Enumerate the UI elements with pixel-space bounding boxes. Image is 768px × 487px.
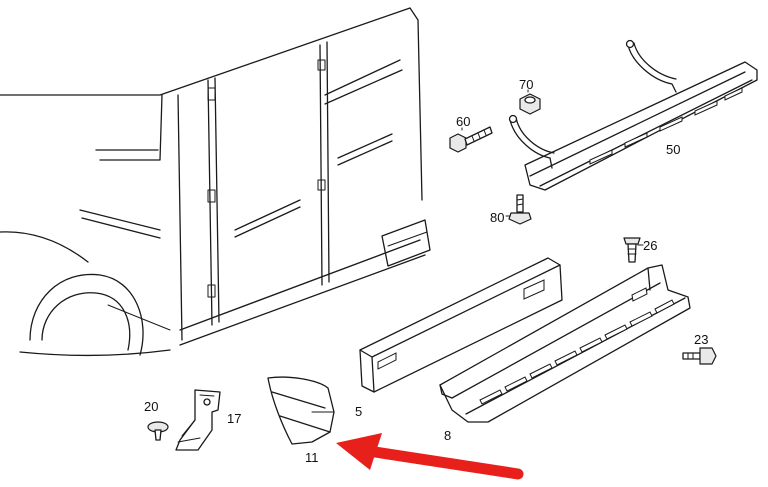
label-part-80: 80 [490, 210, 504, 225]
label-part-5: 5 [355, 404, 362, 419]
label-part-17: 17 [227, 411, 241, 426]
label-part-11: 11 [305, 450, 319, 465]
label-part-60: 60 [456, 114, 470, 129]
running-board-part-8 [439, 264, 691, 423]
label-part-26: 26 [643, 238, 657, 253]
running-board-part-50 [508, 39, 758, 191]
clip-part-26 [623, 237, 641, 263]
part-labels: 70 60 50 80 26 23 20 17 5 8 11 [144, 77, 708, 465]
nut-part-70 [519, 93, 541, 115]
bolt-part-80 [508, 194, 532, 225]
label-part-8: 8 [444, 428, 451, 443]
screw-part-20 [147, 421, 169, 441]
label-part-70: 70 [519, 77, 533, 92]
side-trim-part-5 [359, 257, 563, 393]
end-cap-part-11 [267, 376, 335, 445]
bolt-part-60 [449, 126, 493, 153]
highlight-arrow [336, 433, 524, 480]
van-body-drawing [0, 7, 431, 357]
label-part-23: 23 [694, 332, 708, 347]
leader-lines [167, 89, 644, 427]
label-part-20: 20 [144, 399, 158, 414]
label-part-50: 50 [666, 142, 680, 157]
bolt-part-23 [682, 347, 717, 365]
bracket-part-17 [175, 389, 221, 451]
